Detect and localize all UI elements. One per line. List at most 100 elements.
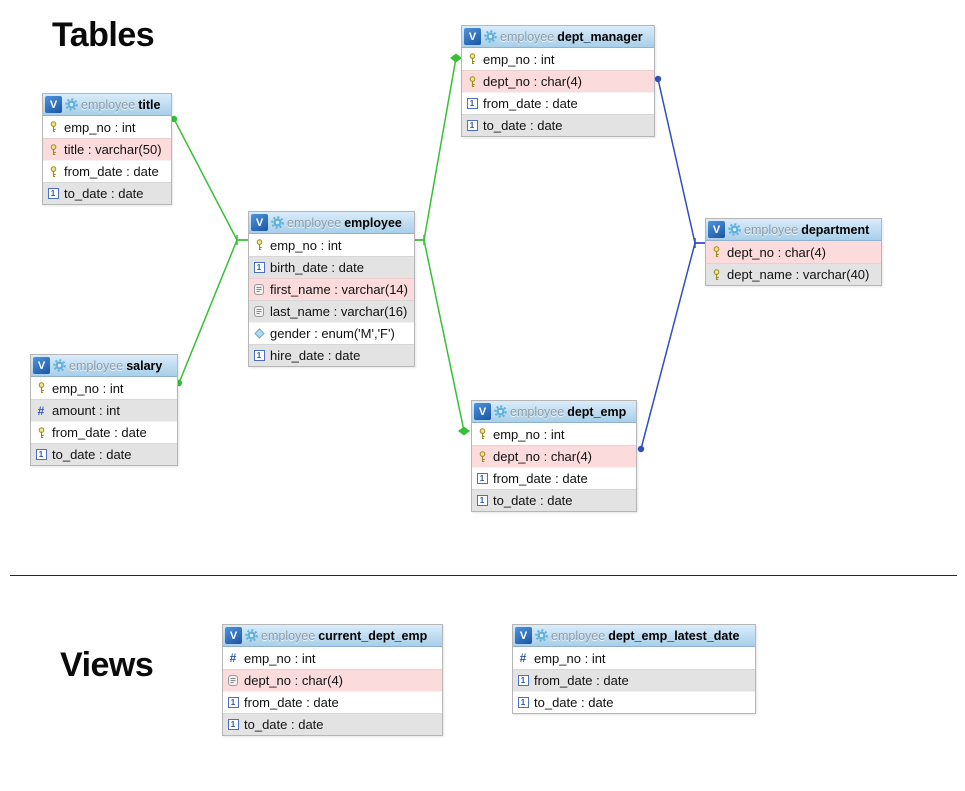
table-badge-icon: V	[708, 221, 725, 238]
gear-icon	[65, 98, 78, 111]
date-icon: 1	[253, 262, 265, 273]
table-name: employee	[344, 215, 402, 230]
schema-name: employee	[510, 404, 565, 419]
column-row[interactable]: dept_name : varchar(40)	[706, 263, 881, 285]
text-icon	[253, 306, 265, 317]
schema-name: employee	[287, 215, 342, 230]
column-row[interactable]: last_name : varchar(16)	[249, 300, 414, 322]
column-row[interactable]: dept_no : char(4)	[223, 669, 442, 691]
table-dept-emp[interactable]: V employee dept_emp emp_no : int dept_no …	[471, 400, 637, 512]
table-name: dept_emp_latest_date	[608, 628, 740, 643]
column-row[interactable]: emp_no : int	[462, 48, 654, 70]
column-label: gender : enum('M','F')	[270, 326, 395, 341]
gear-icon	[494, 405, 507, 418]
view-dept-emp-latest-date[interactable]: V employee dept_emp_latest_date #emp_no …	[512, 624, 756, 714]
schema-name: employee	[261, 628, 316, 643]
column-row[interactable]: emp_no : int	[43, 116, 171, 138]
key-icon	[710, 246, 722, 258]
column-row[interactable]: emp_no : int	[472, 423, 636, 445]
column-row[interactable]: 1 to_date : date	[223, 713, 442, 735]
column-row[interactable]: gender : enum('M','F')	[249, 322, 414, 344]
section-divider	[10, 575, 957, 576]
column-label: last_name : varchar(16)	[270, 304, 408, 319]
relation-title-employee	[173, 118, 248, 241]
table-header[interactable]: V employee dept_manager	[462, 26, 654, 48]
column-label: dept_no : char(4)	[493, 449, 593, 464]
schema-name: employee	[500, 29, 555, 44]
key-icon	[47, 143, 59, 156]
column-row[interactable]: dept_no : char(4)	[472, 445, 636, 467]
table-header[interactable]: V employee department	[706, 219, 881, 241]
column-label: from_date : date	[52, 425, 147, 440]
table-department[interactable]: V employee department dept_no : char(4)d…	[705, 218, 882, 286]
column-row[interactable]: emp_no : int	[31, 377, 177, 399]
date-icon: 1	[35, 449, 47, 460]
column-row[interactable]: dept_no : char(4)	[706, 241, 881, 263]
table-header[interactable]: V employee employee	[249, 212, 414, 234]
column-row[interactable]: dept_no : char(4)	[462, 70, 654, 92]
relation-dept-emp-department	[640, 242, 705, 450]
table-badge-icon: V	[251, 214, 268, 231]
table-name: current_dept_emp	[318, 628, 428, 643]
schema-name: employee	[69, 358, 124, 373]
gear-icon	[535, 629, 548, 642]
column-list: dept_no : char(4) dept_name : varchar(40)	[706, 241, 881, 285]
tables-section-heading: Tables	[52, 16, 155, 54]
column-label: emp_no : int	[244, 650, 316, 666]
column-label: to_date : date	[52, 447, 132, 462]
table-badge-icon: V	[474, 403, 491, 420]
table-header[interactable]: V employee dept_emp_latest_date	[513, 625, 755, 647]
table-header[interactable]: V employee title	[43, 94, 171, 116]
column-row[interactable]: emp_no : int	[249, 234, 414, 256]
relation-endpoint-dot-icon	[654, 75, 662, 83]
table-name: department	[801, 222, 870, 237]
table-header[interactable]: V employee dept_emp	[472, 401, 636, 423]
table-salary[interactable]: V employee salary emp_no : int #amount : …	[30, 354, 178, 466]
column-label: emp_no : int	[493, 426, 565, 442]
column-label: dept_name : varchar(40)	[727, 267, 870, 282]
column-label: from_date : date	[493, 471, 588, 486]
key-icon	[35, 382, 47, 394]
column-row[interactable]: #emp_no : int	[223, 647, 442, 669]
column-row[interactable]: #emp_no : int	[513, 647, 755, 669]
view-current-dept-emp[interactable]: V employee current_dept_emp #emp_no : in…	[222, 624, 443, 736]
column-label: emp_no : int	[52, 380, 124, 396]
column-row[interactable]: from_date : date	[43, 160, 171, 182]
text-icon	[253, 284, 265, 295]
column-row[interactable]: title : varchar(50)	[43, 138, 171, 160]
date-icon: 1	[47, 188, 59, 199]
table-name: salary	[126, 358, 163, 373]
column-row[interactable]: 1 to_date : date	[31, 443, 177, 465]
relation-endpoint-dot-icon	[637, 445, 645, 453]
date-icon: 1	[227, 719, 239, 730]
column-row[interactable]: from_date : date	[31, 421, 177, 443]
gear-icon	[271, 216, 284, 229]
column-label: to_date : date	[244, 717, 324, 732]
table-name: dept_emp	[567, 404, 627, 419]
relation-salary-employee	[178, 239, 248, 384]
column-label: first_name : varchar(14)	[270, 282, 408, 297]
column-row[interactable]: first_name : varchar(14)	[249, 278, 414, 300]
table-header[interactable]: V employee current_dept_emp	[223, 625, 442, 647]
column-label: hire_date : date	[270, 348, 361, 363]
column-label: from_date : date	[64, 164, 159, 179]
table-name: dept_manager	[557, 29, 643, 44]
relation-employee-dept-manager	[415, 57, 457, 241]
table-header[interactable]: V employee salary	[31, 355, 177, 377]
column-row[interactable]: #amount : int	[31, 399, 177, 421]
